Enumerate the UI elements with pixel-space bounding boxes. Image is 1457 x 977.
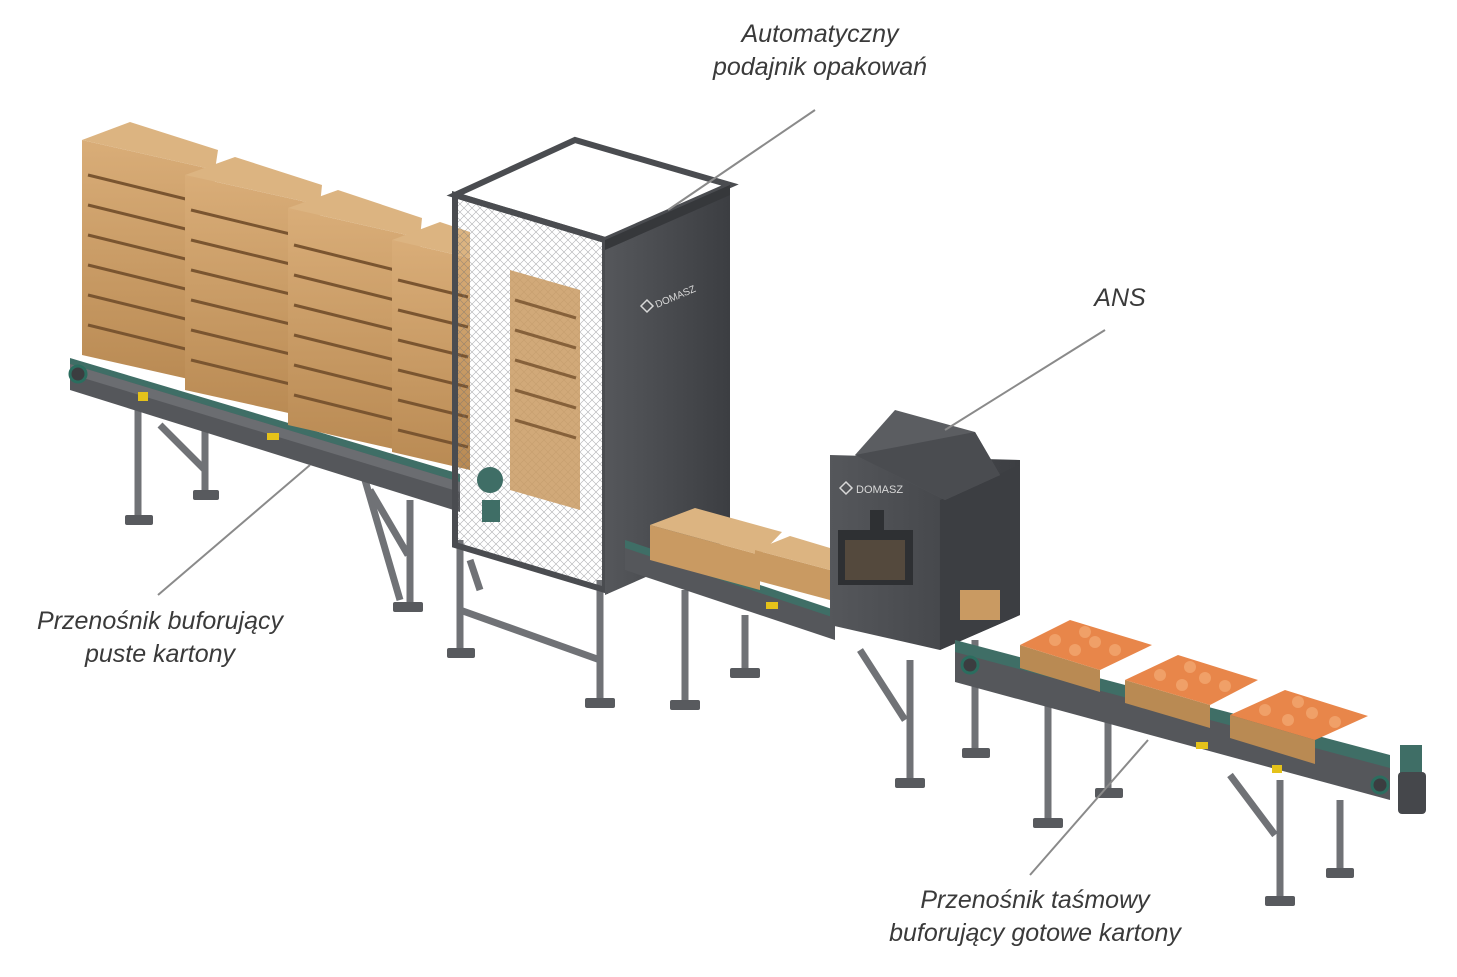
- label-full-box-conveyor: Przenośnik taśmowy buforujący gotowe kar…: [889, 886, 1181, 947]
- domasz-logo-ans: DOMASZ: [838, 480, 903, 496]
- box-stack-1: [82, 122, 218, 385]
- empty-boxes-on-belt: [650, 508, 830, 600]
- empty-box-stacks: [82, 122, 470, 470]
- leader-line-full-conveyor: [1029, 739, 1149, 876]
- leader-line-ans: [944, 329, 1106, 431]
- boxes-with-oranges: [1020, 620, 1368, 764]
- ans-machine: DOMASZ: [830, 410, 1020, 788]
- svg-text:DOMASZ: DOMASZ: [856, 484, 903, 496]
- box-stack-3: [288, 190, 422, 455]
- label-automatic-feeder: Automatyczny podajnik opakowań: [712, 20, 928, 81]
- label-ans: ANS: [1094, 284, 1146, 312]
- automatic-box-feeder: DOMASZ: [446, 136, 739, 708]
- box-stack-2: [185, 157, 322, 420]
- orange-box-1: [1020, 620, 1152, 692]
- label-empty-box-conveyor: Przenośnik buforujący puste kartony: [37, 607, 283, 668]
- box-stack-4: [392, 222, 470, 470]
- orange-box-2: [1125, 655, 1258, 728]
- middle-conveyor: [625, 508, 835, 710]
- orange-box-3: [1230, 690, 1368, 764]
- leader-line-empty-conveyor: [157, 464, 311, 596]
- empty-box-conveyor: [68, 358, 460, 612]
- leader-line-feeder: [667, 109, 816, 211]
